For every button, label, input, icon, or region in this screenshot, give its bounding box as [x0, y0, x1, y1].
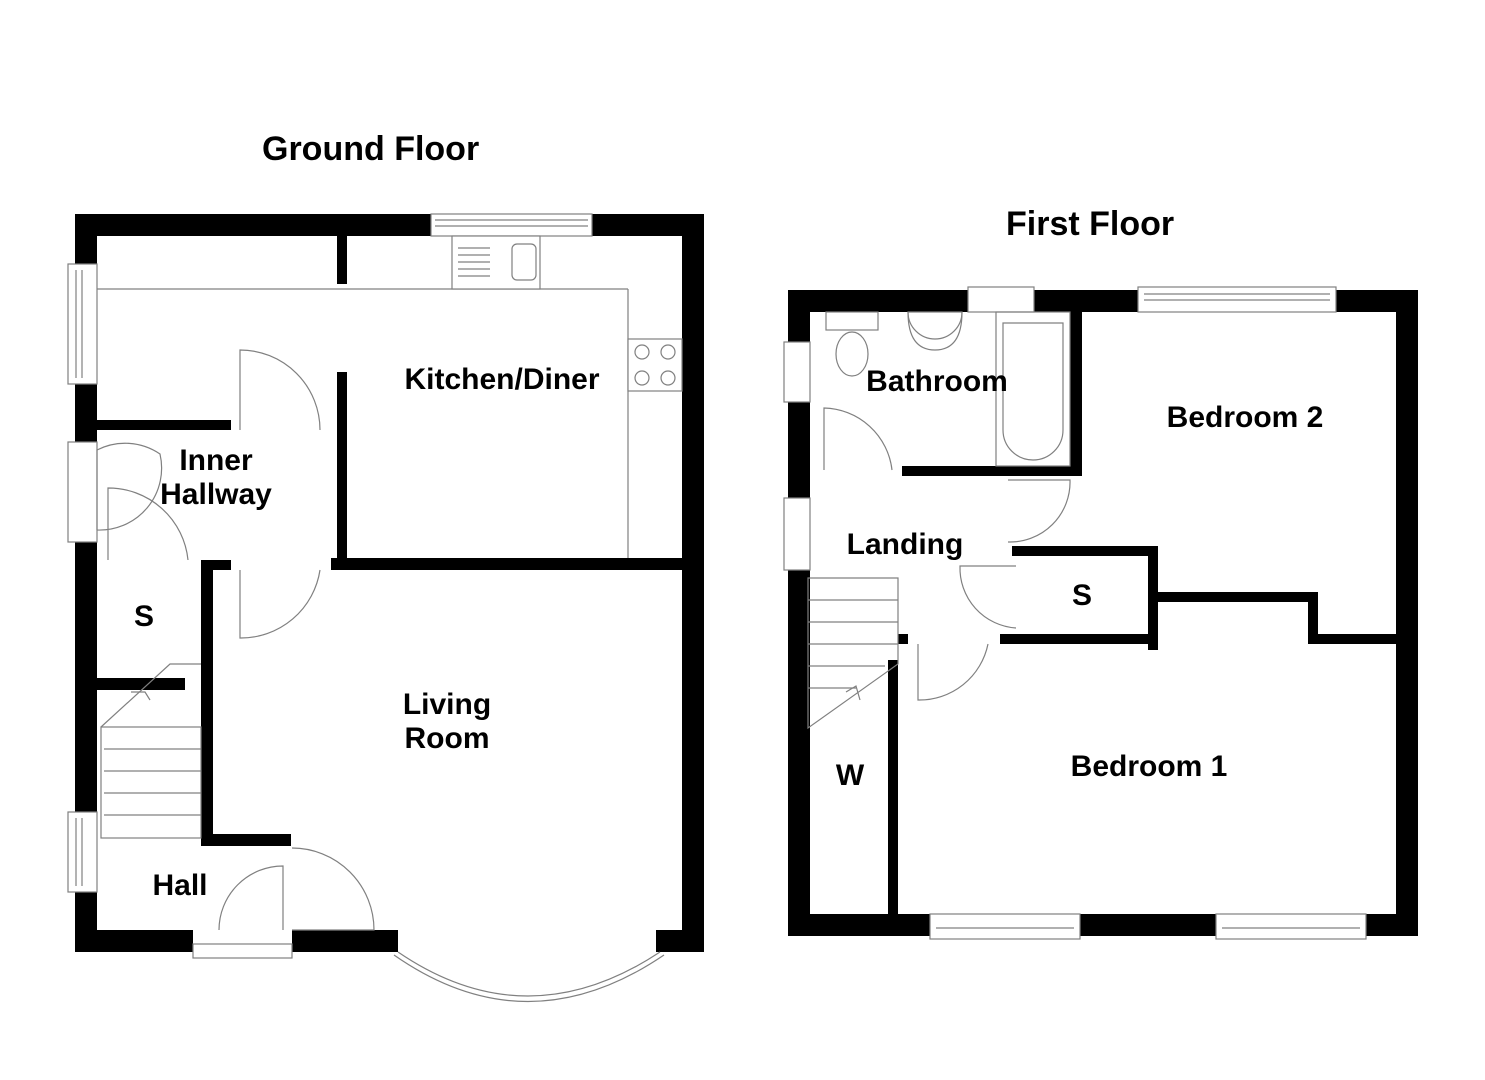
gf-wall-living-left [201, 560, 213, 846]
room-label-gf-storage: S [133, 600, 155, 633]
ff-window-left-2 [783, 497, 811, 571]
door-ff-store [959, 565, 1017, 629]
gf-wall-kitchen-left [337, 372, 347, 568]
gf-wall-kitchen-divider [337, 236, 347, 284]
room-label-wardrobe: W [835, 759, 865, 792]
gf-wall-top-left [75, 214, 431, 236]
gf-wall-bottom-2 [292, 930, 398, 952]
ff-wall-bath-bottom [902, 466, 1082, 476]
toilet-cistern [825, 311, 879, 331]
bay-window [397, 951, 661, 997]
room-label-inner-hallway: Inner Hallway [160, 444, 272, 512]
gf-wall-left-2 [75, 384, 97, 442]
gf-wall-right [682, 214, 704, 952]
first-floor-plan [788, 290, 1418, 936]
gf-wall-living-bottom [201, 834, 291, 846]
door-bedroom1 [917, 643, 989, 701]
door-bedroom2 [1007, 479, 1071, 543]
room-label-landing: Landing [846, 528, 964, 561]
door-inner-store [107, 487, 189, 561]
ff-wall-right [1396, 290, 1418, 936]
room-label-bedroom-1: Bedroom 1 [1070, 750, 1228, 783]
first-floor-fixtures [783, 286, 1367, 940]
ff-wall-bed2-step-top [1158, 592, 1318, 602]
ff-wall-bed2-bottom [1308, 634, 1408, 644]
gf-window-left-2 [67, 441, 98, 543]
gf-wall-bottom-3 [656, 930, 704, 952]
first-floor-title: First Floor [1006, 205, 1175, 243]
bath-tub [995, 311, 1071, 467]
gf-wall-top-right [592, 214, 704, 236]
gf-window-top [430, 213, 593, 237]
room-label-kitchen-diner: Kitchen/Diner [404, 363, 600, 396]
living-room-line2: Room [404, 722, 490, 755]
room-label-ff-storage: S [1071, 579, 1093, 612]
door-kitchen [239, 349, 321, 431]
toilet-bowl [835, 331, 869, 377]
ff-window-bed1-a [929, 913, 1081, 940]
ff-window-bath [967, 286, 1035, 313]
gf-stairs [100, 663, 202, 839]
door-hall-living [291, 847, 375, 931]
ground-floor-title: Ground Floor [262, 130, 480, 168]
room-label-hall: Hall [152, 869, 208, 902]
ff-wall-store-top [1012, 546, 1158, 556]
door-front [218, 865, 284, 931]
ff-wall-wardrobe [888, 660, 898, 916]
gf-wall-left-1 [75, 214, 97, 264]
ff-wall-left-1 [788, 290, 810, 342]
ff-window-left-1 [783, 341, 811, 403]
ff-wall-store-right [1148, 546, 1158, 650]
room-label-bathroom: Bathroom [866, 365, 1008, 398]
ff-stairs [807, 577, 899, 730]
gf-wall-left-3 [75, 542, 97, 812]
ground-floor-fixtures [67, 213, 683, 1003]
ff-wall-left-3 [788, 570, 810, 936]
inner-hallway-line1: Inner [179, 444, 253, 477]
ground-floor-plan [75, 214, 704, 952]
ff-wall-bottom-3 [1366, 914, 1418, 936]
ff-wall-top-1 [788, 290, 968, 312]
ff-wall-bottom-2 [1080, 914, 1216, 936]
ff-wall-top-2 [1034, 290, 1138, 312]
door-living [239, 569, 321, 639]
ff-wall-bottom-1 [788, 914, 930, 936]
gf-wall-store-bottom [97, 678, 185, 690]
door-bathroom [823, 407, 893, 471]
gf-front-threshold [192, 943, 293, 959]
inner-hallway-line2: Hallway [160, 478, 272, 511]
living-room-line1: Living [402, 688, 492, 721]
ff-wall-left-2 [788, 402, 810, 498]
ff-wall-bath-right [1070, 312, 1082, 476]
gf-wall-hall-top [97, 420, 231, 430]
door-store [96, 442, 163, 531]
ff-wall-store-bottom [1000, 634, 1158, 644]
room-label-living-room: Living Room [403, 688, 491, 756]
gf-wall-living-left-top [201, 560, 231, 570]
kitchen-hob [627, 338, 683, 392]
gf-wall-bottom-1 [75, 930, 193, 952]
ff-window-bed1-b [1215, 913, 1367, 940]
basin [907, 311, 963, 340]
gf-wall-kitchen-bottom [331, 558, 691, 570]
room-label-bedroom-2: Bedroom 2 [1166, 401, 1324, 434]
ff-wall-bed2-step-v [1308, 592, 1318, 642]
